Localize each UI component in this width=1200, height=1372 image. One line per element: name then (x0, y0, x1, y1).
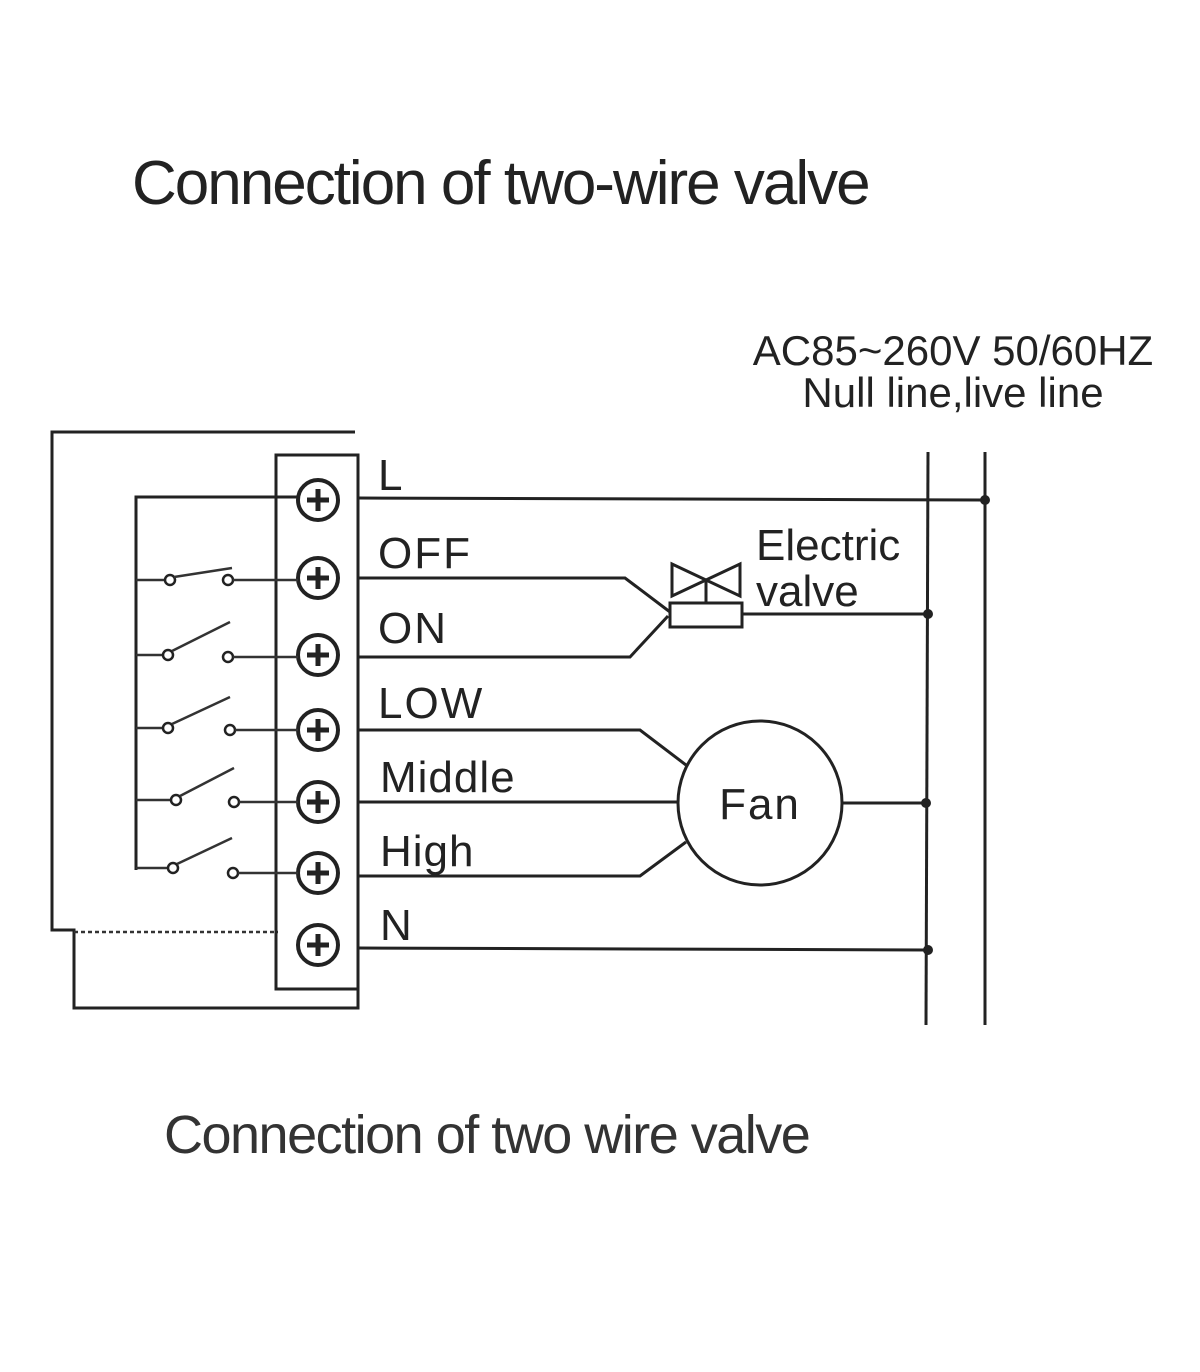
junction-valve (923, 609, 933, 619)
terminal-label-OFF: OFF (378, 529, 472, 578)
wire-High (358, 840, 687, 878)
switch-OFF (136, 566, 298, 587)
junction-fan (921, 798, 931, 808)
wire-N (357, 946, 929, 952)
valve-label-line2: valve (756, 567, 859, 616)
fan-label: Fan (719, 780, 801, 829)
internal-common-bus (134, 495, 298, 870)
terminal-screw-L (296, 478, 340, 522)
terminal-screw-LOW (296, 708, 340, 752)
valve-label-line1: Electric (756, 521, 900, 570)
terminal-screw-High (296, 851, 340, 895)
power-voltage-text: AC85~260V 50/60HZ (752, 327, 1154, 374)
electric-valve-symbol (668, 561, 744, 629)
switch-High (136, 836, 298, 880)
wire-L (357, 496, 986, 502)
terminal-label-High: High (380, 827, 475, 876)
terminal-screw-N (296, 923, 340, 967)
terminal-block (274, 453, 360, 991)
switch-Middle (136, 766, 298, 809)
diagram-caption: Connection of two wire valve (164, 1105, 811, 1165)
terminal-label-N: N (380, 901, 412, 950)
power-supply-label: AC85~260V 50/60HZ Null line,live line (718, 330, 1188, 414)
terminal-label-ON: ON (378, 604, 448, 653)
power-lines-text: Null line,live line (802, 369, 1104, 416)
switch-ON (136, 620, 298, 664)
terminal-label-LOW: LOW (378, 679, 484, 728)
junction-L (980, 495, 990, 505)
switch-LOW (136, 695, 298, 737)
terminal-screw-Middle (296, 780, 340, 824)
wire-ON (358, 614, 670, 659)
wire-OFF (358, 576, 671, 614)
thermostat-housing (50, 430, 360, 1010)
terminal-label-Middle: Middle (380, 753, 516, 802)
supply-line-null (924, 451, 930, 1026)
terminal-screw-ON (296, 633, 340, 677)
terminal-label-L: L (378, 451, 402, 500)
diagram-title: Connection of two-wire valve (132, 149, 871, 218)
wire-LOW (358, 728, 687, 767)
terminal-screw-OFF (296, 556, 340, 600)
junction-N (923, 945, 933, 955)
